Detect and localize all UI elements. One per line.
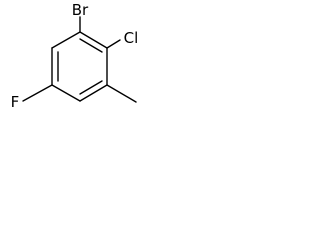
bond-to-fluorine <box>22 84 53 102</box>
inner-double-bond-c1-c2 <box>79 38 103 53</box>
bond-to-methyl <box>106 84 137 103</box>
bromine-label: Br <box>72 1 89 19</box>
chlorine-label: Cl <box>124 29 139 47</box>
ring-bond-c3-c4 <box>79 84 108 102</box>
inner-double-bond-c3-c4 <box>79 80 103 95</box>
ring-bond-c6-c1 <box>51 31 81 49</box>
ring-bond-c1-c2 <box>79 31 108 49</box>
chemical-structure-diagram: Br Cl F <box>11 1 139 111</box>
fluorine-label: F <box>11 93 20 111</box>
bond-to-chlorine <box>106 39 121 49</box>
ring-bond-c4-c5 <box>51 84 81 102</box>
